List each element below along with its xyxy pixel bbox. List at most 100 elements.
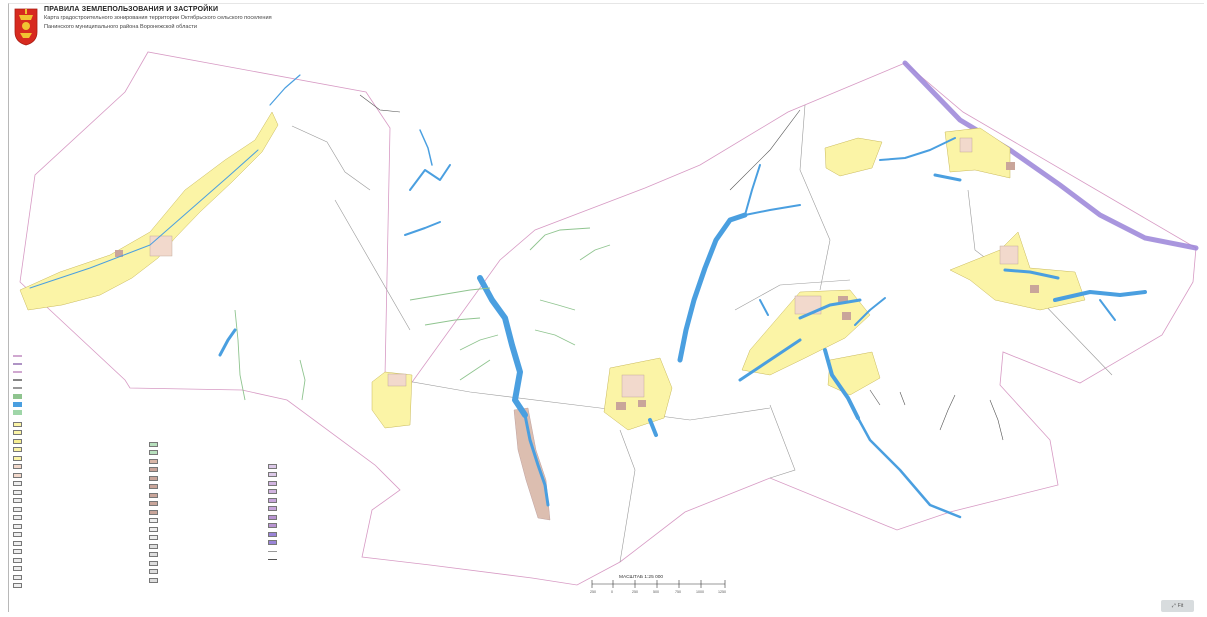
settlement-core-zone <box>1006 162 1015 170</box>
settlement-core-zone <box>616 402 626 410</box>
settlement-boundary <box>19 51 1197 586</box>
public-zone <box>999 245 1019 265</box>
legend-item <box>268 522 281 531</box>
legend-panel-right <box>268 462 281 564</box>
legend-item <box>149 449 162 458</box>
settlement-core-zone <box>838 296 848 302</box>
scale-label: 1000 <box>696 590 704 594</box>
zoom-label: Fit <box>1177 603 1184 609</box>
legend-item <box>268 462 281 471</box>
legend-item <box>13 531 26 540</box>
legend-item <box>149 568 162 577</box>
legend-item <box>149 508 162 517</box>
legend-item <box>149 517 162 526</box>
residential-zone-se2 <box>827 351 881 396</box>
legend-item <box>268 471 281 480</box>
map-subtitle-line-2: Панинского муниципального района Воронеж… <box>44 24 197 30</box>
legend-item <box>13 454 26 463</box>
public-zone <box>621 374 645 398</box>
settlement-core-zone <box>115 250 123 257</box>
legend-item <box>13 463 26 472</box>
scale-bar <box>591 580 726 588</box>
map-subtitle-line-1: Карта градостроительного зонирования тер… <box>44 15 272 21</box>
legend-item <box>13 446 26 455</box>
scale-title: МАСШТАБ 1:25 000 <box>619 575 664 580</box>
residential-zone-ne1 <box>824 137 883 177</box>
legend-item <box>13 539 26 548</box>
legend-item <box>268 547 281 556</box>
public-zone <box>959 137 973 153</box>
legend-item <box>13 573 26 582</box>
settlement-core-zone <box>638 400 646 407</box>
legend-line-markers <box>13 355 22 389</box>
scale-label: 250 <box>632 590 638 594</box>
valley-hatched-zone <box>513 407 551 521</box>
legend-item <box>13 471 26 480</box>
public-zone <box>149 235 173 257</box>
residential-zone-west <box>19 111 279 311</box>
legend-item <box>268 539 281 548</box>
stream-lines <box>234 227 611 401</box>
admin-division-line <box>769 404 796 479</box>
legend-item <box>268 505 281 514</box>
legend-color-swatches <box>13 394 22 415</box>
legend-item <box>149 440 162 449</box>
legend-item <box>268 556 281 565</box>
scale-label: 750 <box>675 590 681 594</box>
zoom-control-button[interactable]: ⤢ Fit <box>1161 600 1194 612</box>
legend-item <box>13 480 26 489</box>
legend-panel-left <box>13 420 26 590</box>
admin-division-line <box>334 199 411 331</box>
legend-item <box>13 505 26 514</box>
public-zone <box>387 373 407 387</box>
legend-item <box>149 500 162 509</box>
legend-item <box>268 530 281 539</box>
settlement-core-zone <box>1030 285 1039 293</box>
legend-item <box>268 496 281 505</box>
legend-item <box>149 551 162 560</box>
admin-division-line <box>291 125 371 191</box>
legend-item <box>268 513 281 522</box>
legend-item <box>13 565 26 574</box>
legend-item <box>13 429 26 438</box>
residential-zone-ne2 <box>944 127 1011 179</box>
legend-item <box>13 497 26 506</box>
legend-item <box>149 491 162 500</box>
legend-item <box>13 548 26 557</box>
map-title: ПРАВИЛА ЗЕМЛЕПОЛЬЗОВАНИЯ И ЗАСТРОЙКИ <box>44 6 219 13</box>
settlement-core-zone <box>842 312 851 320</box>
legend-item <box>13 420 26 429</box>
legend-panel-middle <box>149 440 162 585</box>
scale-label: 0 <box>611 590 613 594</box>
legend-item <box>268 479 281 488</box>
legend-item <box>149 576 162 585</box>
legend-item <box>13 582 26 591</box>
coat-of-arms-emblem <box>14 8 38 46</box>
legend-item <box>149 466 162 475</box>
legend-item <box>149 559 162 568</box>
scale-label: 250 <box>590 590 596 594</box>
admin-division-line <box>734 279 851 311</box>
creek-lines <box>359 94 1004 441</box>
admin-division-line <box>619 429 636 563</box>
legend-item <box>149 457 162 466</box>
water-bodies <box>29 74 1147 519</box>
legend-item <box>149 534 162 543</box>
legend-item <box>149 474 162 483</box>
legend-item <box>13 522 26 531</box>
map-sheet <box>8 3 1204 612</box>
legend-item <box>149 542 162 551</box>
legend-item <box>149 525 162 534</box>
legend-item <box>13 437 26 446</box>
legend-item <box>268 488 281 497</box>
legend-item <box>13 514 26 523</box>
legend-item <box>13 488 26 497</box>
scale-label: 1250 <box>718 590 726 594</box>
highway-band <box>902 60 1199 251</box>
legend-item <box>149 483 162 492</box>
map-title-block: ПРАВИЛА ЗЕМЛЕПОЛЬЗОВАНИЯ И ЗАСТРОЙКИ Кар… <box>44 6 272 31</box>
legend-item <box>13 556 26 565</box>
admin-division-line <box>799 104 831 291</box>
